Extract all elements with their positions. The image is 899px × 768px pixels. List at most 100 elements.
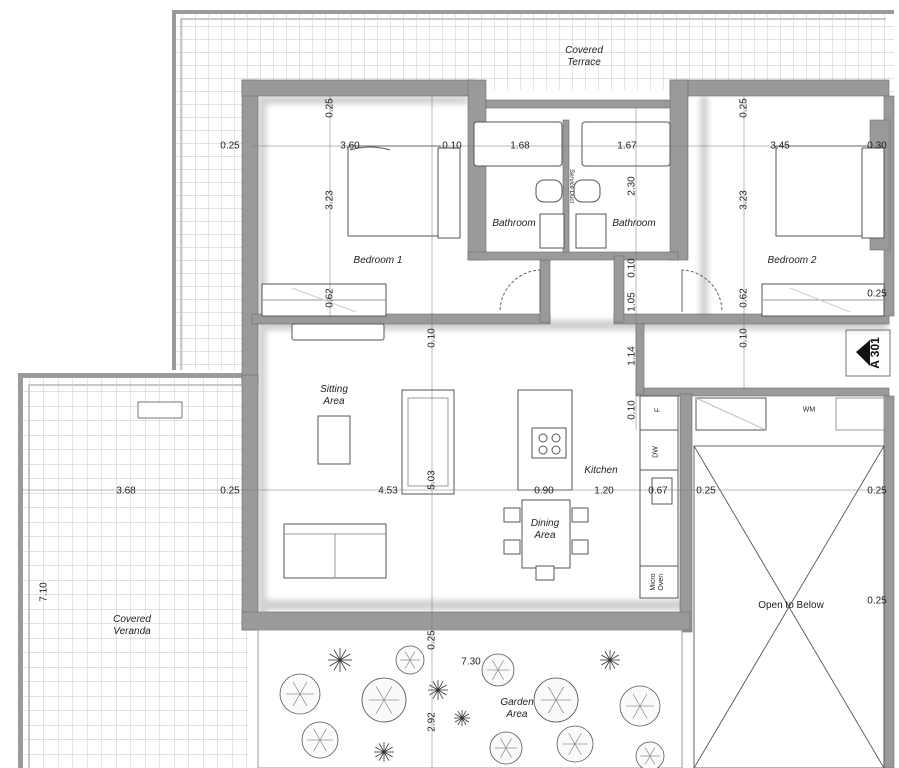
garden-shrub — [437, 689, 444, 699]
garden-tree-branch — [632, 705, 641, 719]
label-covered-terrace: Covered Terrace — [565, 45, 603, 68]
garden-tree-branch — [639, 705, 648, 719]
dim-3-45: 3.45 — [770, 140, 790, 152]
bathroom-fixtures — [473, 121, 671, 249]
dim-0-90: 0.90 — [534, 485, 554, 497]
garden-shrub — [378, 743, 385, 753]
garden-tree-branch — [292, 681, 301, 695]
dim-2-30: 2.30 — [626, 176, 638, 196]
label-washing-machine: WM — [802, 406, 816, 414]
bedroom-2-furniture — [761, 145, 885, 317]
garden-shrub — [437, 689, 447, 696]
dim-7-10: 7.10 — [38, 582, 50, 602]
garden-shrub — [383, 751, 393, 758]
dim-1-68: 1.68 — [510, 140, 530, 152]
dim-0-25-kitchen: 0.25 — [696, 485, 716, 497]
dim-0-67: 0.67 — [648, 485, 668, 497]
garden-shrub — [432, 689, 439, 699]
dim-0-62-left: 0.62 — [324, 288, 336, 308]
garden-shrub — [604, 659, 611, 669]
garden-shrub — [457, 717, 463, 726]
dim-0-25-veranda: 0.25 — [220, 485, 240, 497]
section-marker-label: A 301 — [868, 337, 882, 369]
garden-tree-branch — [644, 747, 651, 757]
dim-0-25-b2-top: 0.25 — [738, 98, 750, 118]
section-marker — [845, 329, 891, 377]
garden-shrub — [333, 649, 341, 661]
garden-tree-branch — [383, 686, 392, 701]
dim-3-60: 3.60 — [340, 140, 360, 152]
garden-tree-branch — [404, 651, 411, 661]
dim-0-10-c: 0.10 — [426, 328, 438, 348]
covered-veranda — [18, 373, 250, 768]
garden-tree-branch — [500, 747, 507, 758]
dim-0-10-b: 0.10 — [626, 258, 638, 278]
garden-shrub — [375, 746, 385, 753]
dim-0-25-b1-top: 0.25 — [324, 98, 336, 118]
garden-tree-branch — [404, 659, 411, 669]
dim-0-10-e: 0.10 — [626, 400, 638, 420]
garden-tree-branch — [505, 747, 512, 758]
bedroom-1-furniture — [261, 145, 461, 317]
dim-0-25: 0.25 — [220, 140, 240, 152]
kitchen-counter — [639, 395, 885, 599]
garden-shrub — [339, 649, 347, 661]
label-garden-area: Garden Area — [500, 697, 534, 720]
garden-shrub — [339, 659, 347, 671]
garden-tree-branch — [555, 686, 564, 701]
dim-0-25-right-1: 0.25 — [867, 485, 887, 497]
dim-1-20: 1.20 — [594, 485, 614, 497]
garden-shrub — [454, 713, 463, 719]
garden-shrub — [461, 713, 470, 719]
garden-shrub — [378, 751, 385, 761]
garden-tree-branch — [383, 699, 392, 714]
garden-tree-branch — [568, 732, 576, 745]
garden-tree-branch — [292, 693, 301, 707]
garden-shrub — [609, 659, 616, 669]
label-dining-area: Dining Area — [530, 518, 560, 541]
garden-tree-branch — [574, 743, 582, 756]
garden-tree-branch — [497, 669, 504, 680]
wall-shadows — [258, 96, 888, 616]
label-kitchen: Kitchen — [584, 465, 618, 476]
garden-tree-branch — [313, 728, 321, 741]
label-bathroom-right: Bathroom — [612, 218, 656, 229]
garden-tree-branch — [319, 739, 327, 752]
garden-tree-branch — [574, 732, 582, 745]
garden-tree-branch — [548, 686, 557, 701]
garden-shrub — [329, 653, 341, 661]
dim-5-03: 5.03 — [426, 470, 438, 490]
garden-shrub — [609, 651, 616, 661]
garden-shrub — [429, 689, 439, 696]
dim-0-25-b2-right: 0.25 — [867, 288, 887, 300]
garden-shrub — [609, 654, 619, 661]
garden-tree-branch — [548, 699, 557, 714]
dim-2-92: 2.92 — [426, 712, 438, 732]
garden-tree-branch — [409, 659, 416, 669]
garden-shrub — [461, 710, 467, 719]
garden-shrub — [601, 654, 611, 661]
label-covered-veranda: Covered Veranda — [113, 614, 151, 637]
garden-tree-branch — [639, 693, 648, 707]
garden-shrub — [432, 681, 439, 691]
garden-shrub — [375, 751, 385, 758]
garden-shrub — [454, 717, 463, 723]
garden-shrub — [339, 659, 351, 667]
garden-tree-branch — [492, 660, 499, 671]
label-bedroom-1: Bedroom 1 — [353, 255, 403, 266]
dim-0-62-right: 0.62 — [738, 288, 750, 308]
dim-3-23-left: 3.23 — [324, 190, 336, 210]
garden-shrub — [437, 684, 447, 691]
label-service-duct: Service Duct — [568, 168, 574, 204]
garden-trees — [279, 645, 665, 768]
dim-1-14: 1.14 — [626, 346, 638, 366]
garden-tree-branch — [500, 738, 507, 749]
garden-tree-branch — [376, 699, 385, 714]
garden-shrub — [383, 751, 390, 761]
garden-shrub — [604, 651, 611, 661]
dim-0-25-garden: 0.25 — [426, 630, 438, 650]
walls — [241, 79, 895, 768]
doors — [499, 269, 723, 312]
dim-0-10: 0.10 — [442, 140, 462, 152]
